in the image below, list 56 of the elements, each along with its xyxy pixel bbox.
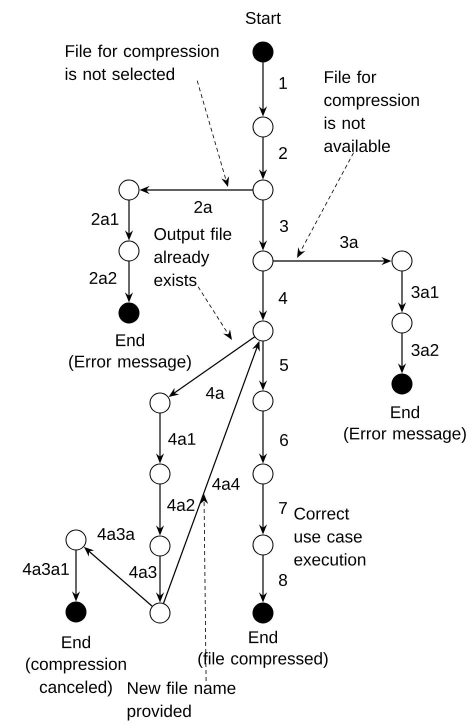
state-circle: [252, 390, 274, 412]
state-circle: [392, 250, 412, 272]
edge-label: 7: [277, 501, 289, 515]
state-circle: [150, 602, 170, 624]
start-dot: [252, 42, 274, 62]
edge-label: 2a2: [88, 270, 118, 286]
state-circle: [252, 180, 274, 200]
annotation-text: File for compression is not available: [324, 70, 419, 152]
state-label: End: [116, 334, 144, 346]
edge-label: 4a3a1: [21, 562, 71, 576]
state-circle: [150, 392, 170, 414]
edge-label: 3a: [338, 234, 360, 250]
end-dot: [392, 374, 412, 394]
end-dot: [252, 602, 274, 624]
edge-label: 4a: [204, 386, 226, 400]
edge-label: 4a1: [166, 432, 198, 446]
annotation-text: Output file already exists: [154, 228, 232, 286]
state-circle: [118, 180, 140, 200]
end-dot: [66, 602, 86, 622]
note-text: Correct use case execution: [294, 508, 366, 566]
edge-label: 3: [278, 218, 290, 234]
state-circle: [252, 320, 274, 342]
edge-label: 2a: [192, 200, 214, 214]
state-circle: [150, 464, 170, 484]
state-circle: [252, 250, 274, 272]
edge-label: 6: [278, 432, 290, 448]
state-circle: [252, 116, 274, 138]
state-circle: [392, 312, 412, 334]
state-label: End: [391, 406, 420, 418]
edge-label: 4a4: [210, 477, 242, 491]
state-circle: [252, 534, 274, 556]
state-label: End: [62, 636, 90, 648]
edge-label: 4a3a: [96, 526, 136, 542]
state-circle: [66, 530, 86, 550]
state-label: Start: [246, 12, 281, 24]
state-label: End: [249, 630, 278, 644]
edge-label: 4a2: [166, 498, 196, 512]
edge-label: 2: [277, 146, 289, 160]
end-dot: [118, 302, 140, 324]
edge-label: 4a3: [128, 565, 158, 580]
state-label: (compression canceled): [26, 658, 126, 696]
state-circle: [252, 464, 274, 484]
edge-label: 1: [277, 76, 289, 90]
edge-label: 4: [277, 291, 289, 305]
state-circle: [118, 240, 140, 262]
edge-label: 3a1: [410, 284, 440, 300]
edge-label: 5: [278, 358, 290, 372]
state-label: (Error message): [69, 355, 191, 371]
state-circle: [150, 536, 170, 556]
state-label: (file compressed): [198, 652, 328, 668]
annotation-text: New file name provided: [128, 682, 236, 720]
edge-label: 2a1: [90, 212, 120, 226]
annotation-text: File for compression is not selected: [66, 44, 218, 80]
edge-label: 3a2: [410, 342, 440, 358]
state-label: (Error message): [344, 427, 466, 443]
edge-label: 8: [277, 572, 289, 588]
